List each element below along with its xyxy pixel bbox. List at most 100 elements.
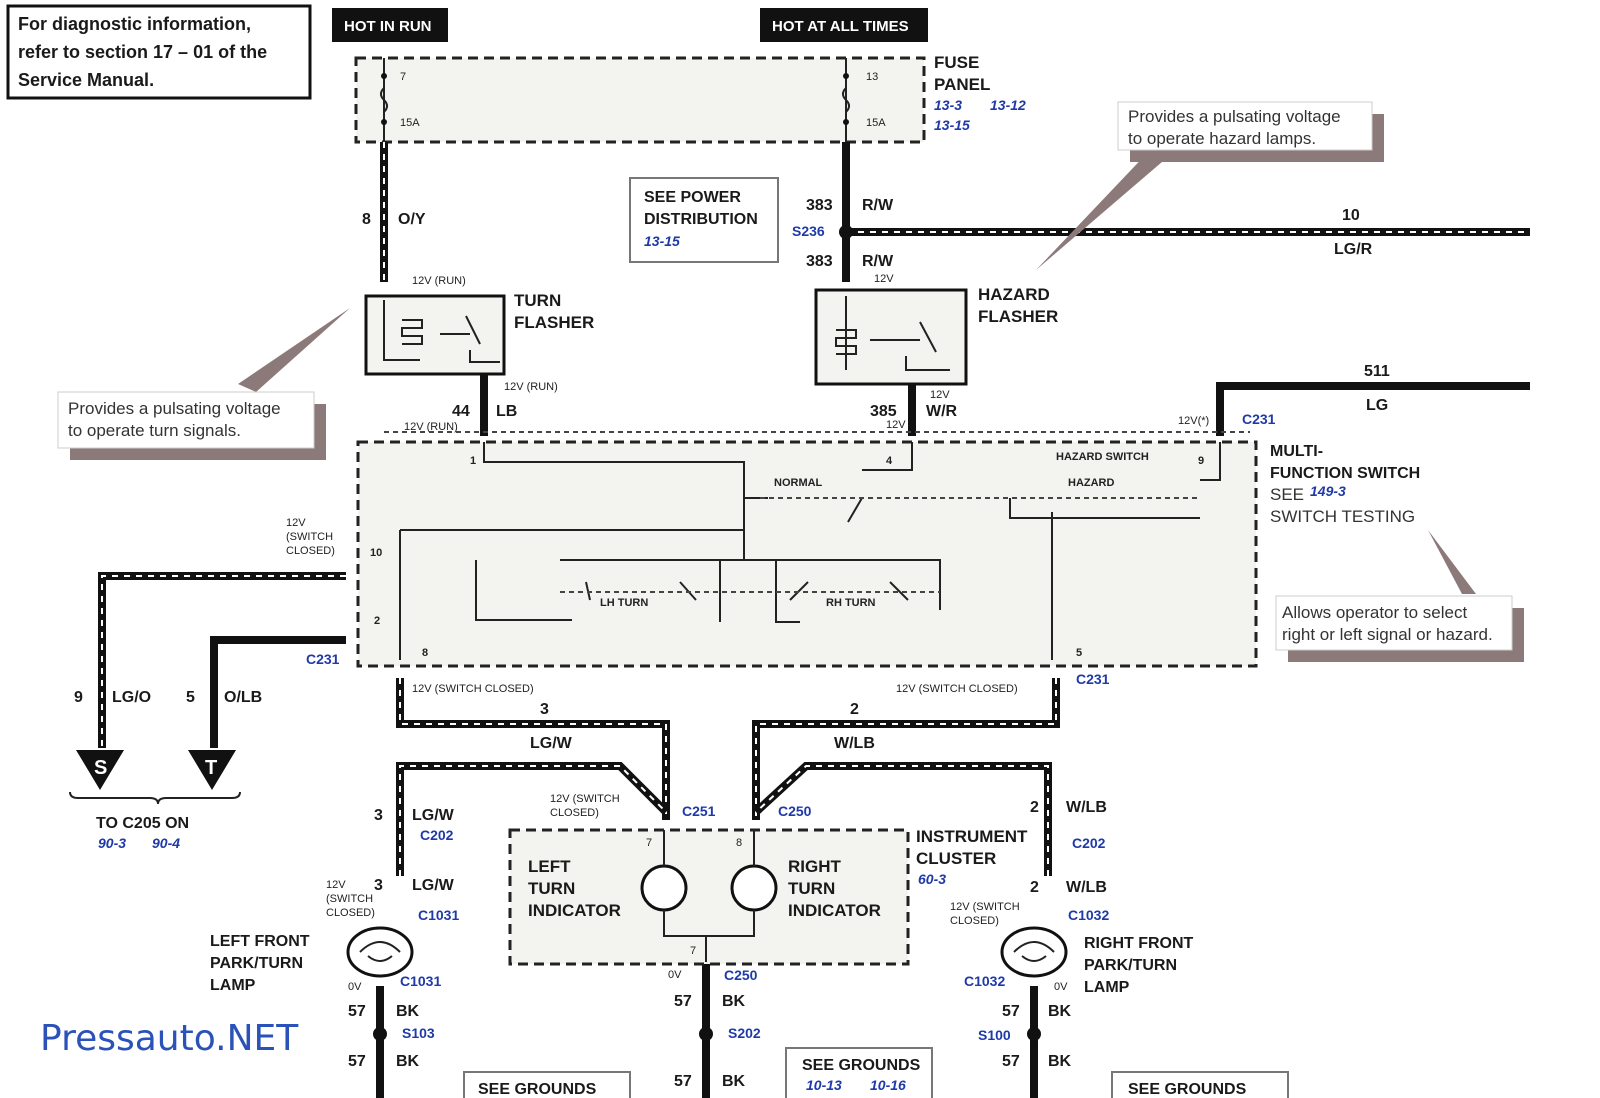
wire-57a-number: 57 xyxy=(348,1003,366,1020)
fuse-panel-ref-2: 13-12 xyxy=(990,97,1026,113)
power-dist-line1: SEE POWER xyxy=(644,189,741,206)
wire-9-number: 9 xyxy=(74,689,83,706)
fuse-panel-ref-3: 13-15 xyxy=(934,117,970,133)
power-dist-ref: 13-15 xyxy=(644,233,680,249)
lf-v-3: CLOSED) xyxy=(326,907,375,919)
multi-function-switch: 1 4 9 10 2 8 5 12V(*) HAZARD SWITCH HAZA… xyxy=(286,411,1420,668)
connector-c1032-b: C1032 xyxy=(964,973,1005,989)
mfs-v-star: 12V(*) xyxy=(1178,415,1209,427)
rf-v-2: CLOSED) xyxy=(950,915,999,927)
wire-3c-color: LG/W xyxy=(412,877,455,894)
wire-383a-color: R/W xyxy=(862,197,894,214)
turn-flasher-title-2: FLASHER xyxy=(514,313,594,332)
cluster-left-2: TURN xyxy=(528,879,575,898)
wire-385-number: 385 xyxy=(870,403,897,420)
left-lamp-bulb-icon xyxy=(346,926,414,978)
hot-in-run-label: HOT IN RUN xyxy=(344,18,432,35)
splice-s236: S236 xyxy=(792,223,825,239)
mfs-pin-5: 5 xyxy=(1076,647,1082,659)
mfs-v-sw-3: CLOSED) xyxy=(286,545,335,557)
wire-57c-number: 57 xyxy=(674,993,692,1010)
mfs-rh-turn: RH TURN xyxy=(826,597,876,609)
connector-c1031-a: C1031 xyxy=(418,907,459,923)
mfs-title-1: MULTI- xyxy=(1270,443,1323,460)
mfs-ref: 149-3 xyxy=(1310,483,1346,499)
left-lamp-title-3: LAMP xyxy=(210,977,256,994)
hot-at-all-times-label: HOT AT ALL TIMES xyxy=(772,18,909,35)
mfs-hazard: HAZARD xyxy=(1068,477,1114,489)
hazard-flasher-v-bot1: 12V xyxy=(930,389,950,401)
hazard-flasher: 12V HAZARD FLASHER 12V 12V 385 W/R xyxy=(814,273,1058,436)
callout-hazard-line2: to operate hazard lamps. xyxy=(1128,129,1316,148)
connector-c202-b: C202 xyxy=(1072,835,1106,851)
wire-44-color: LB xyxy=(496,403,517,420)
fuse-panel: 7 15A 13 15A FUSE PANEL 13-3 13-12 13-15 xyxy=(354,53,1026,144)
turn-flasher-title-1: TURN xyxy=(514,291,561,310)
c251-v-1: 12V (SWITCH xyxy=(550,793,620,805)
wire-3-color: LG/W xyxy=(530,735,573,752)
cluster-pin-8: 8 xyxy=(736,837,742,849)
wire-57f-color: BK xyxy=(1048,1053,1072,1070)
power-dist-line2: DISTRIBUTION xyxy=(644,211,758,228)
wire-511-number: 511 xyxy=(1364,363,1390,380)
wire-2-number: 2 xyxy=(850,701,859,718)
cluster-ref: 60-3 xyxy=(918,871,946,887)
cluster-left-3: INDICATOR xyxy=(528,901,621,920)
fuse-panel-ref-1: 13-3 xyxy=(934,97,962,113)
left-output-wires: S T C231 9 LG/O 5 O/LB TO C205 ON 90-3 9… xyxy=(69,572,346,851)
wire-10-color: LG/R xyxy=(1334,241,1373,258)
callout-hazard-line1: Provides a pulsating voltage xyxy=(1128,107,1341,126)
fuse-left-number: 7 xyxy=(400,71,406,83)
lower-wires: 12V (SWITCH CLOSED) 12V (SWITCH CLOSED) … xyxy=(373,671,1110,1098)
callout-turn-line1: Provides a pulsating voltage xyxy=(68,399,281,418)
mfs-lh-turn: LH TURN xyxy=(600,597,648,609)
connector-c250-b: C250 xyxy=(724,967,758,983)
wire-5-number: 5 xyxy=(186,689,195,706)
wire-10-number: 10 xyxy=(1342,207,1360,224)
wire-8-number: 8 xyxy=(362,211,371,228)
wire-9-color: LG/O xyxy=(112,689,151,706)
left-front-lamp: 3 LG/W C202 3 LG/W 12V (SWITCH CLOSED) C… xyxy=(210,807,459,1070)
right-lamp-title-1: RIGHT FRONT xyxy=(1084,935,1194,952)
connector-c231-c: C231 xyxy=(1076,671,1110,687)
callout-select-signal: Allows operator to select right or left … xyxy=(1275,530,1524,662)
mfs-pin-8: 8 xyxy=(422,647,428,659)
hazard-flasher-v-top: 12V xyxy=(874,273,894,285)
mfs-normal: NORMAL xyxy=(774,477,823,489)
connector-c1032-a: C1032 xyxy=(1068,907,1109,923)
connector-c1031-b: C1031 xyxy=(400,973,441,989)
fuse-left-amperage: 15A xyxy=(400,117,420,129)
mfs-pin-10: 10 xyxy=(370,547,382,559)
mfs-testing: SWITCH TESTING xyxy=(1270,507,1415,526)
top-wires xyxy=(380,142,1530,436)
rf-v-1: 12V (SWITCH xyxy=(950,901,1020,913)
left-lamp-title-2: PARK/TURN xyxy=(210,955,303,972)
see-grounds-mid-ref2: 10-16 xyxy=(870,1077,906,1093)
mfs-title-2: FUNCTION SWITCH xyxy=(1270,465,1420,482)
connector-c231-b: C231 xyxy=(306,651,340,667)
fuse-right-amperage: 15A xyxy=(866,117,886,129)
splice-s100: S100 xyxy=(978,1027,1011,1043)
wire-57e-color: BK xyxy=(1048,1003,1072,1020)
see-grounds-mid-label: SEE GROUNDS xyxy=(802,1057,921,1074)
turn-flasher-v-top: 12V (RUN) xyxy=(412,275,466,287)
turn-flasher: 12V (RUN) TURN FLASHER 12V (RUN) 12V (RU… xyxy=(364,275,594,436)
wire-3-number: 3 xyxy=(540,701,549,718)
v-switch-closed-right: 12V (SWITCH CLOSED) xyxy=(896,683,1018,695)
hazard-flasher-title-1: HAZARD xyxy=(978,285,1050,304)
cluster-left-1: LEFT xyxy=(528,857,571,876)
wire-57a-color: BK xyxy=(396,1003,420,1020)
see-grounds-left: SEE GROUNDS xyxy=(463,1071,631,1098)
turn-flasher-v-side: 12V (RUN) xyxy=(404,421,458,433)
lf-v-1: 12V xyxy=(326,879,346,891)
left-indicator-bulb-icon xyxy=(640,864,688,912)
turn-flasher-v-bot: 12V (RUN) xyxy=(504,381,558,393)
right-indicator-bulb-icon xyxy=(730,864,778,912)
watermark: Pressauto.NET xyxy=(40,1018,299,1059)
left-lamp-title-1: LEFT FRONT xyxy=(210,933,310,950)
wire-383a-number: 383 xyxy=(806,197,833,214)
connector-c251: C251 xyxy=(682,803,716,819)
to-c205-ref1: 90-3 xyxy=(98,835,126,851)
wire-57e-number: 57 xyxy=(1002,1003,1020,1020)
